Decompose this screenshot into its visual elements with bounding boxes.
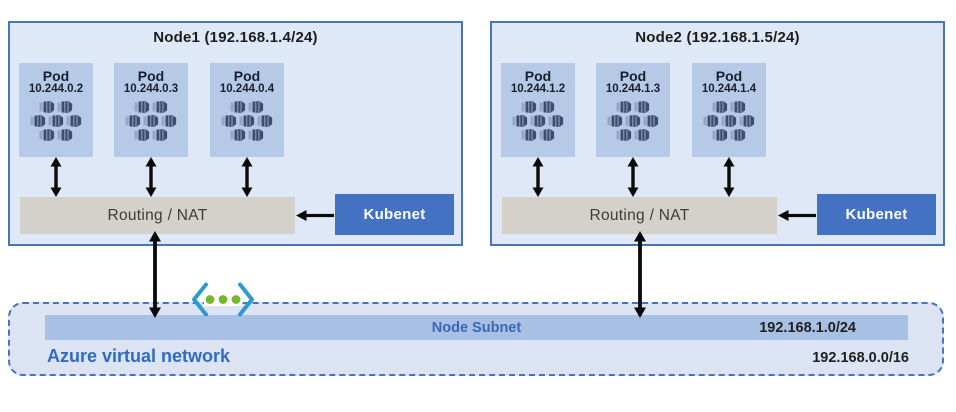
containers-icon (512, 101, 564, 141)
azure-vnet-box: Node Subnet 192.168.1.0/24 Azure virtual… (8, 302, 944, 376)
node1-routing-nat-bar: Routing / NAT (20, 197, 295, 234)
pod-label: Pod (715, 68, 743, 84)
node2-box: Node2 (192.168.1.5/24) Pod 10.244.1.2 Po… (490, 21, 945, 246)
node2-routing-nat-bar: Routing / NAT (502, 197, 777, 234)
pod-ip: 10.244.1.2 (510, 83, 566, 95)
node-subnet-bar: Node Subnet 192.168.1.0/24 (45, 315, 908, 340)
pod-routing-arrow (532, 157, 544, 197)
node-subnet-label: Node Subnet (431, 319, 522, 336)
kubenet-routing-arrow (296, 210, 334, 221)
node-subnet-cidr: 192.168.1.0/24 (759, 319, 856, 336)
node2-pod3: Pod 10.244.1.4 (692, 63, 766, 157)
pod-label: Pod (42, 68, 70, 84)
node1-kubenet-button: Kubenet (335, 194, 454, 235)
pod-ip: 10.244.1.3 (605, 83, 661, 95)
node2-kubenet-button: Kubenet (817, 194, 936, 235)
pod-ip: 10.244.1.4 (701, 83, 757, 95)
pod-ip: 10.244.0.2 (28, 83, 84, 95)
node1-pod3: Pod 10.244.0.4 (210, 63, 284, 157)
pod-routing-arrow (627, 157, 639, 197)
pod-routing-arrow (723, 157, 735, 197)
node2-title: Node2 (192.168.1.5/24) (635, 29, 800, 46)
node1-pod2: Pod 10.244.0.3 (114, 63, 188, 157)
pod-routing-arrow (145, 157, 157, 197)
pod-routing-arrow (241, 157, 253, 197)
node1-subnet-arrow (149, 231, 161, 318)
virtual-network-icon (192, 282, 254, 317)
containers-icon (221, 101, 273, 141)
containers-icon (607, 101, 659, 141)
pod-label: Pod (137, 68, 165, 84)
node1-pod1: Pod 10.244.0.2 (19, 63, 93, 157)
node2-subnet-arrow (634, 231, 646, 318)
node1-box: Node1 (192.168.1.4/24) Pod 10.244.0.2 Po… (8, 21, 463, 246)
containers-icon (703, 101, 755, 141)
pod-ip: 10.244.0.4 (219, 83, 275, 95)
pod-label: Pod (619, 68, 647, 84)
pod-routing-arrow (50, 157, 62, 197)
pod-ip: 10.244.0.3 (123, 83, 179, 95)
azure-vnet-title: Azure virtual network (47, 346, 231, 366)
containers-icon (30, 101, 82, 141)
node2-pod2: Pod 10.244.1.3 (596, 63, 670, 157)
azure-vnet-cidr: 192.168.0.0/16 (812, 350, 909, 366)
node2-pod1: Pod 10.244.1.2 (501, 63, 575, 157)
containers-icon (125, 101, 177, 141)
kubenet-routing-arrow (778, 210, 816, 221)
pod-label: Pod (233, 68, 261, 84)
pod-label: Pod (524, 68, 552, 84)
node1-title: Node1 (192.168.1.4/24) (153, 29, 318, 46)
